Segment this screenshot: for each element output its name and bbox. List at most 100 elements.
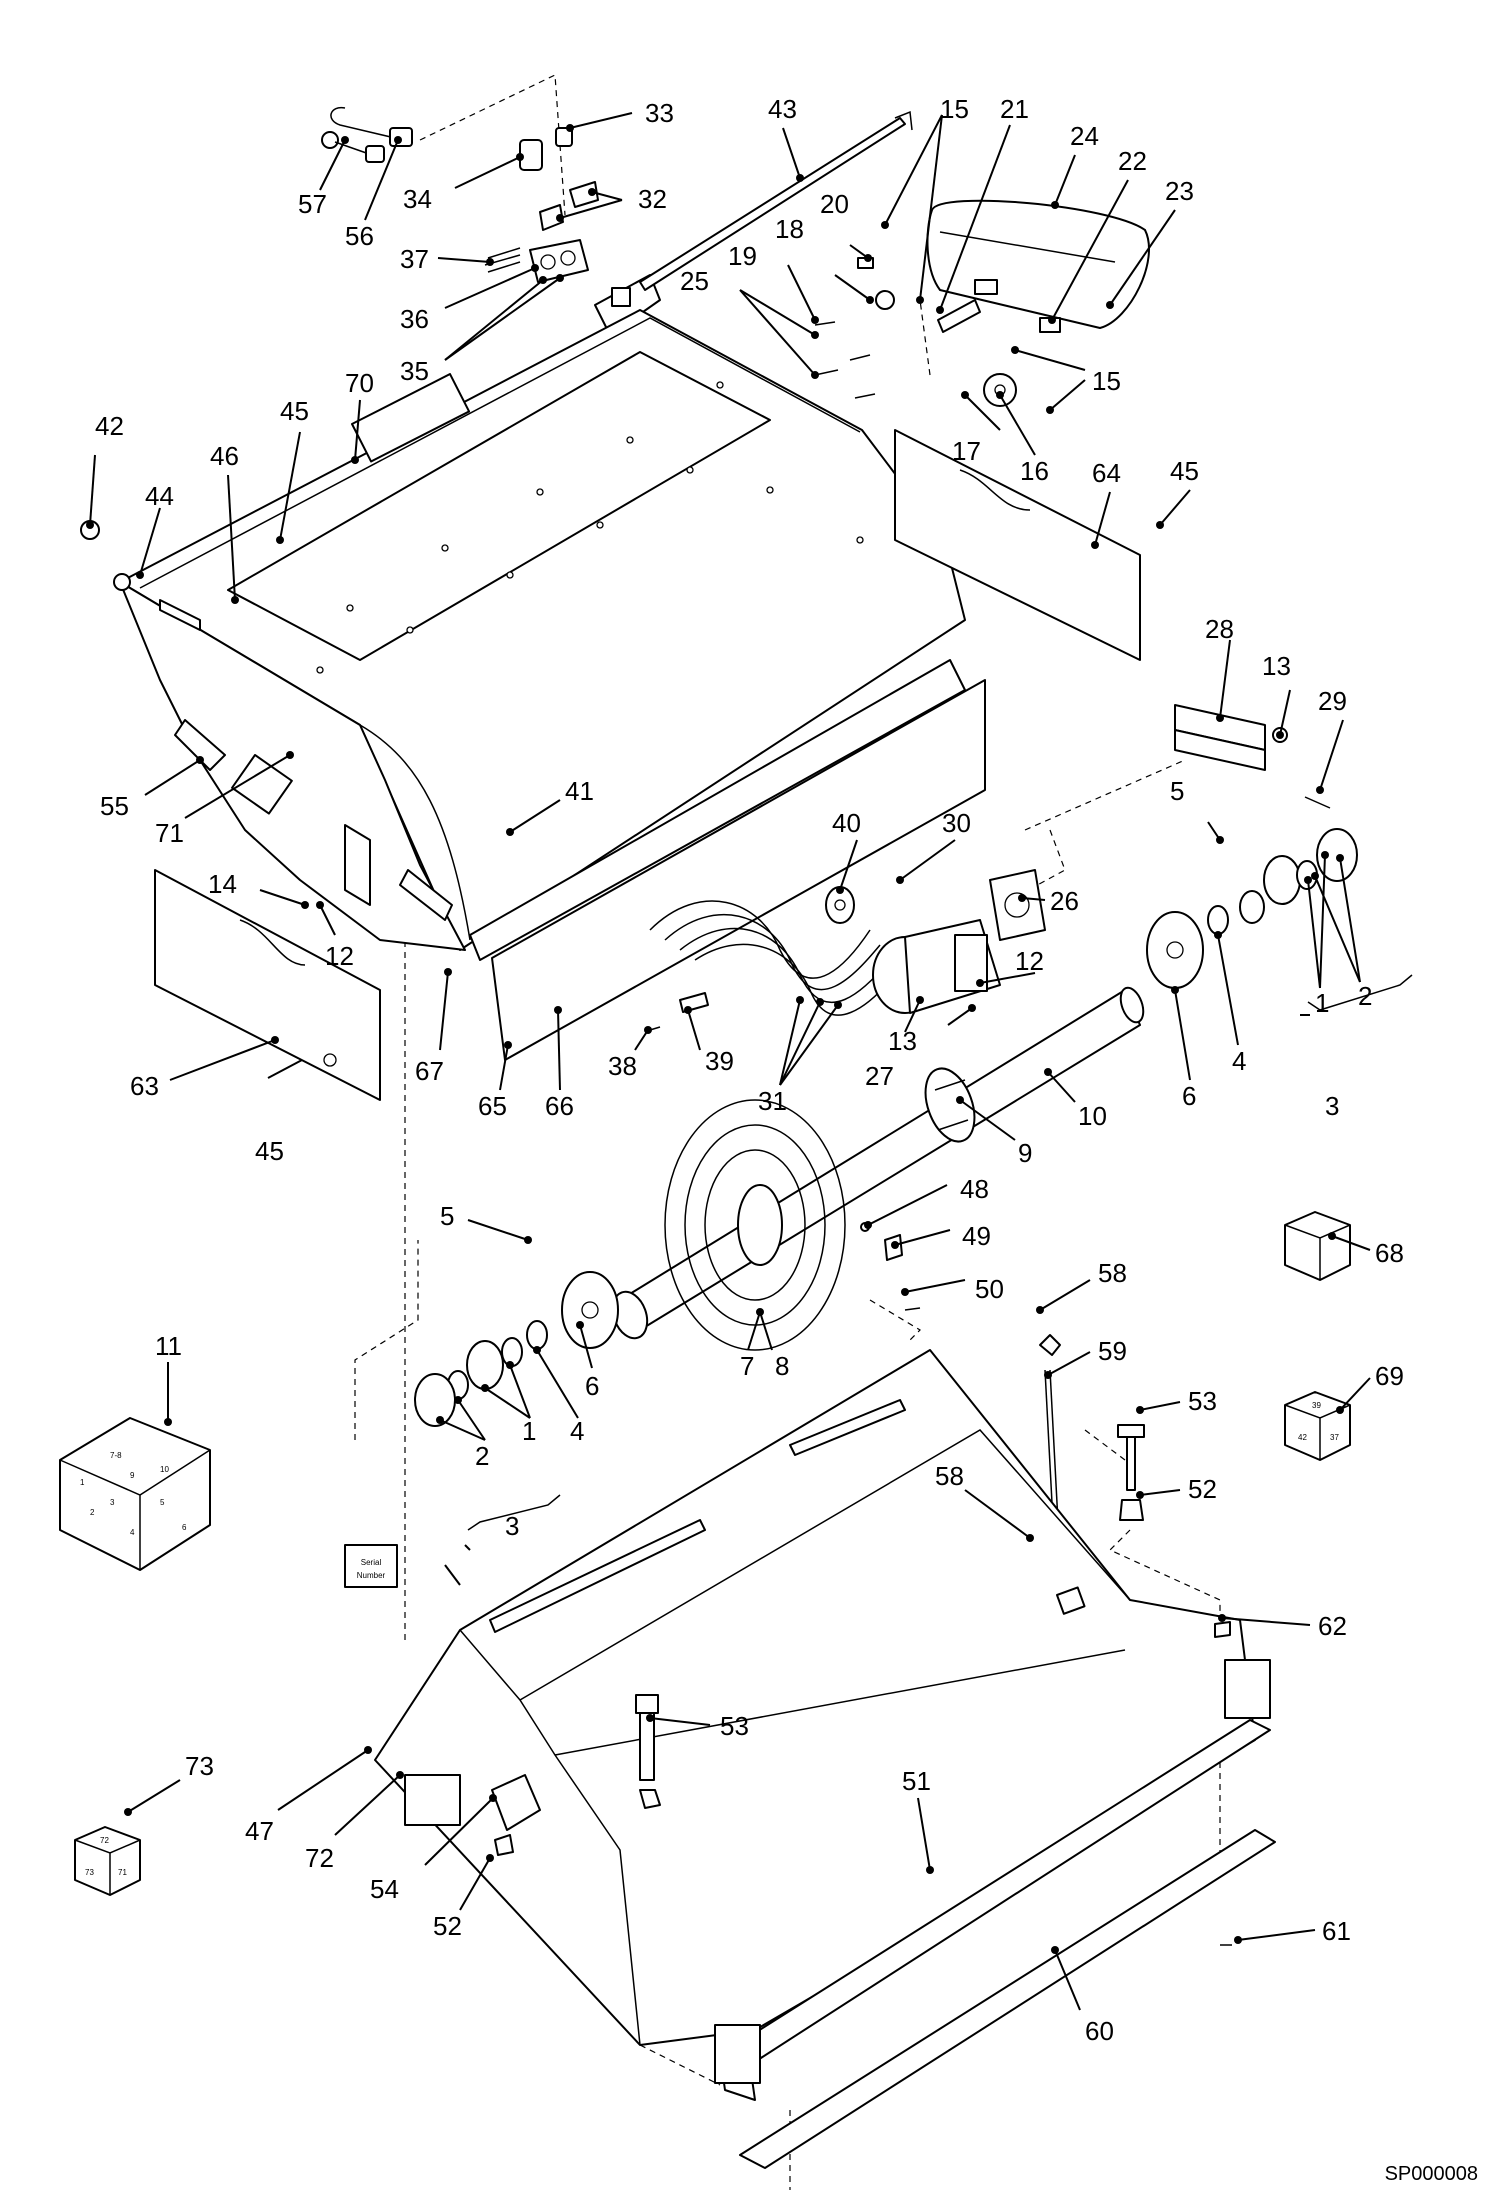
- kit-73-label: 73: [85, 1868, 94, 1877]
- callout-53: 53: [720, 1711, 749, 1741]
- callout-64: 64: [1092, 458, 1121, 488]
- callout-37: 37: [400, 244, 429, 274]
- kit-11-label: 9: [130, 1471, 135, 1480]
- callout-48: 48: [960, 1174, 989, 1204]
- kit-11-label: 7-8: [110, 1451, 122, 1460]
- fitting-part-40: [825, 886, 855, 924]
- callout-58: 58: [935, 1461, 964, 1491]
- bearing-assembly-right: [1146, 704, 1358, 989]
- callout-23: 23: [1165, 176, 1194, 206]
- bearing-assembly-left: [414, 1271, 619, 1427]
- serial-tag-line-2: Number: [357, 1571, 386, 1580]
- callout-11: 11: [155, 1331, 182, 1361]
- callout-5: 5: [440, 1201, 454, 1231]
- callout-54: 54: [370, 1874, 399, 1904]
- callout-13: 13: [888, 1026, 917, 1056]
- side-panel-part-64: [894, 429, 1141, 661]
- callout-46: 46: [210, 441, 239, 471]
- callout-6: 6: [1182, 1081, 1196, 1111]
- callout-58: 58: [1098, 1258, 1127, 1288]
- callout-42: 42: [95, 411, 124, 441]
- hopper-hardware: [494, 1621, 1232, 1946]
- callout-61: 61: [1322, 1916, 1351, 1946]
- callout-72: 72: [305, 1843, 334, 1873]
- kit-box-69: 39 42 37: [1284, 1391, 1351, 1461]
- callout-38: 38: [608, 1051, 637, 1081]
- kit-11-label: 6: [182, 1523, 187, 1532]
- kit-73-label: 71: [118, 1868, 127, 1877]
- callout-63: 63: [130, 1071, 159, 1101]
- kit-11-label: 2: [90, 1508, 95, 1517]
- callout-60: 60: [1085, 2016, 1114, 2046]
- callout-19: 19: [728, 241, 757, 271]
- side-panel-part-63: [154, 869, 381, 1101]
- brush-bristles-part-7-8: [664, 1099, 846, 1351]
- callout-57: 57: [298, 189, 327, 219]
- callout-69: 69: [1375, 1361, 1404, 1391]
- callout-73: 73: [185, 1751, 214, 1781]
- callout-67: 67: [415, 1056, 444, 1086]
- callout-14: 14: [208, 869, 237, 899]
- serial-number-tag: Serial Number: [344, 1544, 461, 1588]
- callout-20: 20: [820, 189, 849, 219]
- rod-part-43: [639, 110, 913, 291]
- callout-21: 21: [1000, 94, 1029, 124]
- kit-box-68: [1284, 1211, 1351, 1281]
- callout-15: 15: [940, 94, 969, 124]
- callout-7: 7: [740, 1351, 754, 1381]
- callout-3: 3: [505, 1511, 519, 1541]
- callout-22: 22: [1118, 146, 1147, 176]
- callout-51: 51: [902, 1766, 931, 1796]
- callout-15: 15: [1092, 366, 1121, 396]
- kit-11-label: 4: [130, 1528, 135, 1537]
- callout-45: 45: [255, 1136, 284, 1166]
- callout-39: 39: [705, 1046, 734, 1076]
- callout-45: 45: [280, 396, 309, 426]
- callout-55: 55: [100, 791, 129, 821]
- callout-1: 1: [1315, 988, 1329, 1018]
- callout-28: 28: [1205, 614, 1234, 644]
- callout-6: 6: [585, 1371, 599, 1401]
- callout-31: 31: [758, 1086, 787, 1116]
- callout-12: 12: [1015, 946, 1044, 976]
- callout-29: 29: [1318, 686, 1347, 716]
- kit-box-73: 72 73 71: [74, 1826, 141, 1896]
- callout-2: 2: [1358, 981, 1372, 1011]
- callout-8: 8: [775, 1351, 789, 1381]
- callout-62: 62: [1318, 1611, 1347, 1641]
- callout-52: 52: [1188, 1474, 1217, 1504]
- callout-49: 49: [962, 1221, 991, 1251]
- callout-12: 12: [325, 941, 354, 971]
- misc-plates: [80, 520, 293, 815]
- callout-43: 43: [768, 94, 797, 124]
- callout-66: 66: [545, 1091, 574, 1121]
- drive-chain-group: [814, 199, 1150, 407]
- callout-24: 24: [1070, 121, 1099, 151]
- callout-25: 25: [680, 266, 709, 296]
- kit-69-label: 42: [1298, 1433, 1307, 1442]
- callout-30: 30: [942, 808, 971, 838]
- callout-5: 5: [1170, 776, 1184, 806]
- callout-2: 2: [475, 1441, 489, 1471]
- scraper-blade-part-51: [714, 1659, 1271, 2101]
- callout-18: 18: [775, 214, 804, 244]
- kit-73-label: 72: [100, 1836, 109, 1845]
- callout-56: 56: [345, 221, 374, 251]
- callout-41: 41: [565, 776, 594, 806]
- callout-47: 47: [245, 1816, 274, 1846]
- callout-26: 26: [1050, 886, 1079, 916]
- callout-32: 32: [638, 184, 667, 214]
- main-housing-part-46: [113, 309, 986, 1061]
- callout-13: 13: [1262, 651, 1291, 681]
- callout-71: 71: [155, 818, 184, 848]
- hopper-part-47: [374, 1349, 1256, 2046]
- callout-52: 52: [433, 1911, 462, 1941]
- callout-40: 40: [832, 808, 861, 838]
- wear-strip-part-60: [739, 1829, 1276, 2169]
- callout-4: 4: [1232, 1046, 1246, 1076]
- callout-59: 59: [1098, 1336, 1127, 1366]
- kit-box-11: 1 2 3 4 5 6 7-8 9 10: [59, 1417, 211, 1571]
- drawing-id-label: SP000008: [1384, 2163, 1478, 2185]
